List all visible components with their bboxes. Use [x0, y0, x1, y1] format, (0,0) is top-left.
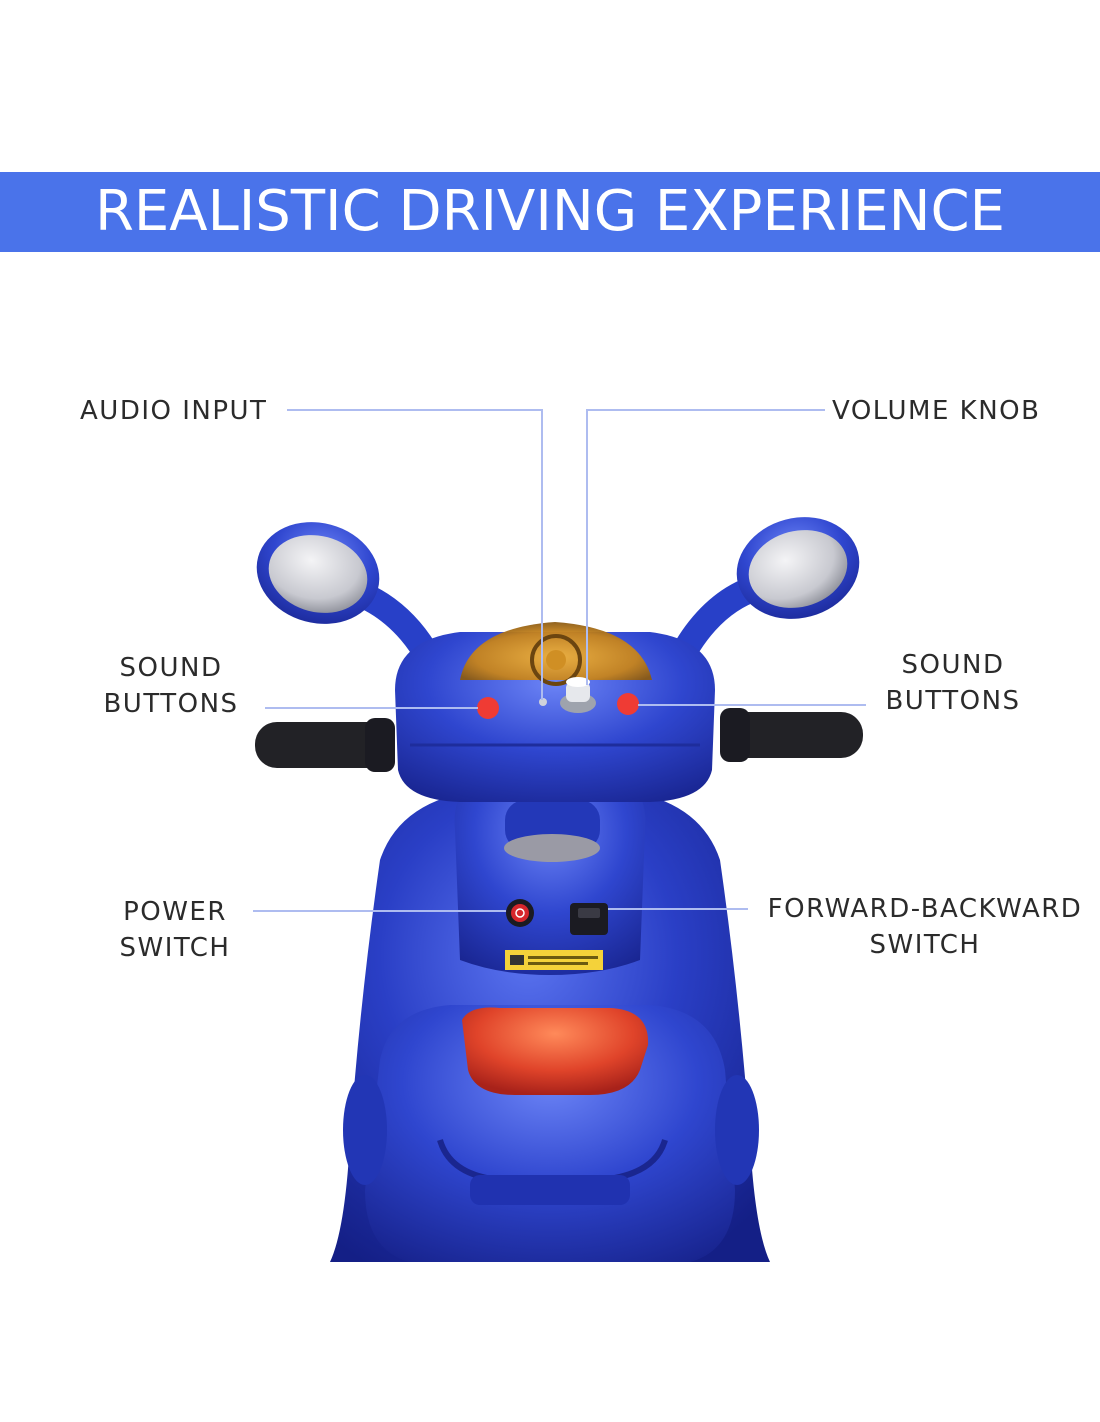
- left-grip: [255, 718, 395, 772]
- forward-backward-line1: FORWARD-BACKWARD: [767, 894, 1083, 924]
- volume-knob-label: VOLUME KNOB: [832, 393, 1040, 429]
- power-switch-line2: SWITCH: [119, 933, 231, 963]
- callout-lines: [253, 409, 866, 912]
- title-banner: REALISTIC DRIVING EXPERIENCE: [0, 172, 1100, 252]
- volume-knob-text: VOLUME KNOB: [832, 396, 1041, 426]
- sound-buttons-right-line1: SOUND: [901, 650, 1005, 680]
- sound-button-left: [477, 697, 499, 719]
- audio-input-text: AUDIO INPUT: [80, 396, 268, 426]
- audio-input-label: AUDIO INPUT: [80, 393, 267, 429]
- forward-backward-switch-label: FORWARD-BACKWARD SWITCH: [760, 891, 1090, 963]
- right-grip: [720, 708, 863, 762]
- banner-title: REALISTIC DRIVING EXPERIENCE: [94, 179, 1006, 244]
- handlebar-housing: [395, 622, 715, 802]
- sound-buttons-right-label: SOUND BUTTONS: [878, 647, 1028, 719]
- sound-buttons-left-line1: SOUND: [119, 653, 223, 683]
- sound-button-right: [617, 693, 639, 715]
- power-switch-label: POWER SWITCH: [100, 894, 250, 966]
- power-switch: [506, 899, 534, 927]
- left-mirror: [256, 522, 380, 624]
- sound-buttons-left-line2: BUTTONS: [103, 689, 239, 719]
- forward-backward-switch: [570, 903, 608, 935]
- sound-buttons-right-line2: BUTTONS: [885, 686, 1021, 716]
- right-mirror: [736, 517, 860, 619]
- volume-knob: [560, 677, 596, 713]
- power-switch-line1: POWER: [123, 897, 227, 927]
- sound-buttons-left-label: SOUND BUTTONS: [96, 650, 246, 722]
- scooter-body: [330, 770, 770, 1262]
- forward-backward-line2: SWITCH: [869, 930, 981, 960]
